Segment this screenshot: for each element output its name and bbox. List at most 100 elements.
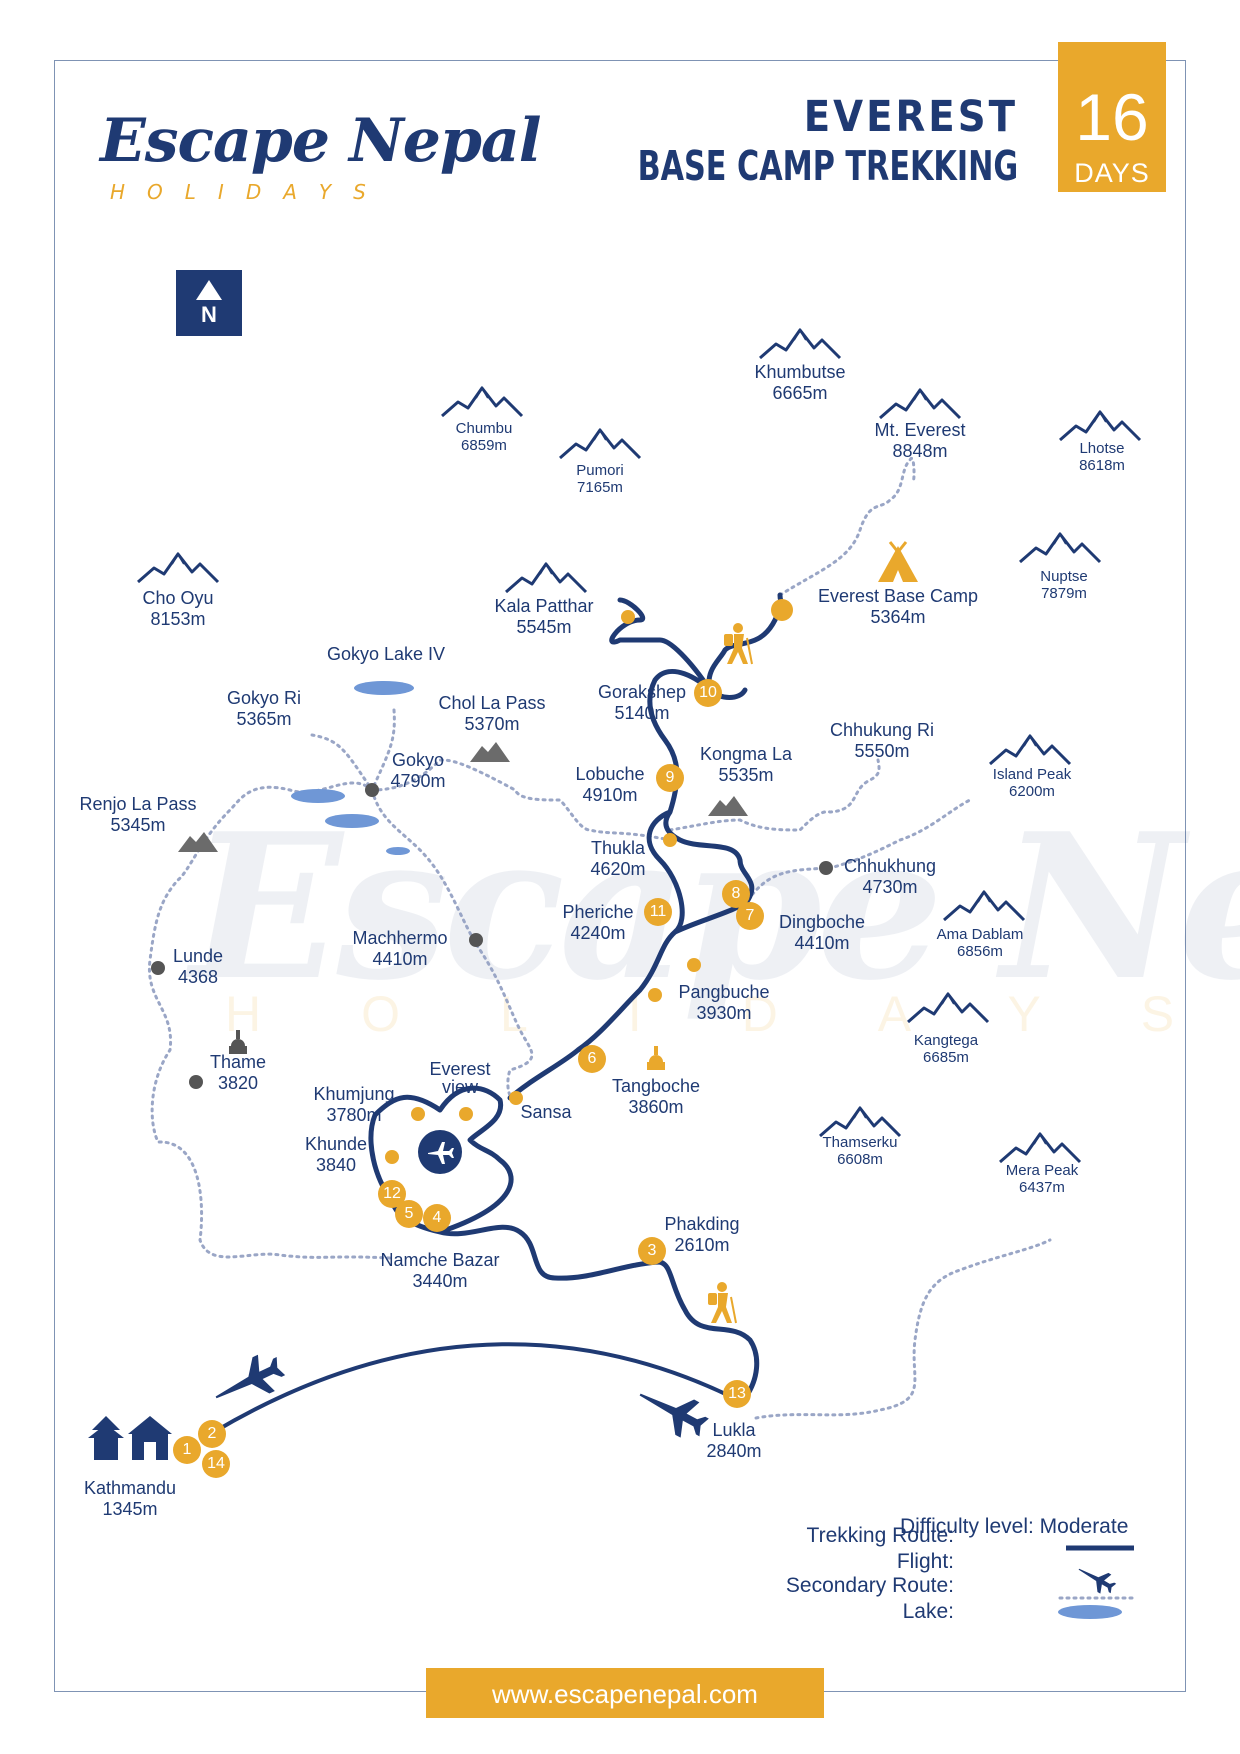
khumjung-dot <box>411 1107 425 1121</box>
machhermo-dot <box>469 933 483 947</box>
pheriche-junction-dot <box>687 958 701 972</box>
page-title-line2: BASE CAMP TREKKING <box>637 142 1018 190</box>
legend-secondary-route-label: Secondary Route: <box>785 1574 954 1597</box>
lakes <box>291 681 1122 1619</box>
lhotse-mountain-icon <box>1058 410 1142 442</box>
secondary-routes <box>147 456 1052 1420</box>
secondary-route-gokyo-south <box>370 788 534 1098</box>
day-badge-11: 11 <box>644 898 672 926</box>
lake-1 <box>291 789 345 803</box>
pumori-mountain-icon <box>558 428 642 460</box>
kala-patthar-mountain-icon <box>504 562 588 594</box>
day-badge-1: 1 <box>173 1436 201 1464</box>
secondary-route-ebc-everest <box>778 456 916 597</box>
days-label: DAYS <box>1074 158 1150 188</box>
gokyo-dot <box>365 783 379 797</box>
legend-lake-label: Lake: <box>902 1600 954 1623</box>
secondary-route-mera <box>754 1238 1052 1420</box>
website-link[interactable]: www.escapenepal.com <box>426 1668 824 1718</box>
flight-route <box>212 1342 743 1434</box>
kongma-la-pass-icon <box>708 796 748 816</box>
flight-plane-icon-lukla <box>631 1376 714 1446</box>
pangbuche-dot <box>648 988 662 1002</box>
island-peak-mountain-icon <box>988 734 1072 766</box>
watermark-logo: Escape Nepal <box>190 790 1240 1025</box>
north-indicator: N <box>176 270 242 336</box>
secondary-route-chol-la <box>370 758 672 842</box>
route-dots <box>385 599 793 1164</box>
secondary-route-gokyo-west <box>147 781 392 1260</box>
kangtega-mountain-icon <box>906 992 990 1024</box>
nuptse-mountain-icon <box>1018 532 1102 564</box>
thame-dot <box>189 1075 203 1089</box>
mera-peak-mountain-icon <box>998 1132 1082 1164</box>
flight-plane-icon-kathmandu <box>207 1347 290 1415</box>
ebc-dot <box>771 599 793 621</box>
secondary-route-chhukhung <box>746 798 972 902</box>
legend-flight-label: Flight: <box>896 1550 954 1573</box>
legend-lake <box>1058 1605 1122 1619</box>
brand-logo: Escape Nepal HOLIDAYS <box>100 92 542 212</box>
legend-difficulty: Difficulty level: Moderate <box>900 1515 1129 1538</box>
base-camp-tent-icon <box>878 541 918 582</box>
hiker-icon-lower <box>707 1281 737 1324</box>
day-badge-3: 3 <box>638 1237 666 1265</box>
waypoint-dots <box>151 783 833 1089</box>
legend-plane-icon <box>1078 1568 1117 1594</box>
day-badge-14: 14 <box>202 1450 230 1478</box>
everest-mountain-icon <box>878 388 962 420</box>
khunde-dot <box>385 1150 399 1164</box>
thamserku-mountain-icon <box>818 1106 902 1138</box>
day-badge-4: 4 <box>423 1204 451 1232</box>
day-badge-8: 8 <box>722 880 750 908</box>
peak-icons <box>136 328 1142 1164</box>
legend-trekking-route-label: Trekking Route: <box>806 1524 954 1547</box>
tangboche-stupa-icon <box>647 1046 665 1070</box>
lunde-dot <box>151 961 165 975</box>
page-title-line1: EVEREST <box>803 92 1018 142</box>
hiker-icon-upper <box>723 622 753 665</box>
kala-patthar-dot <box>621 610 635 624</box>
everest-view-dot <box>459 1107 473 1121</box>
logo-sub-text: HOLIDAYS <box>110 180 388 204</box>
day-badge-2: 2 <box>198 1420 226 1448</box>
logo-main-text: Escape Nepal <box>100 106 542 176</box>
chumbu-mountain-icon <box>440 386 524 418</box>
cho-oyu-mountain-icon <box>136 552 220 584</box>
lake-2 <box>325 814 379 828</box>
days-badge: 16 DAYS <box>1058 42 1166 192</box>
place-label-sansa: Sansa <box>520 1102 572 1122</box>
